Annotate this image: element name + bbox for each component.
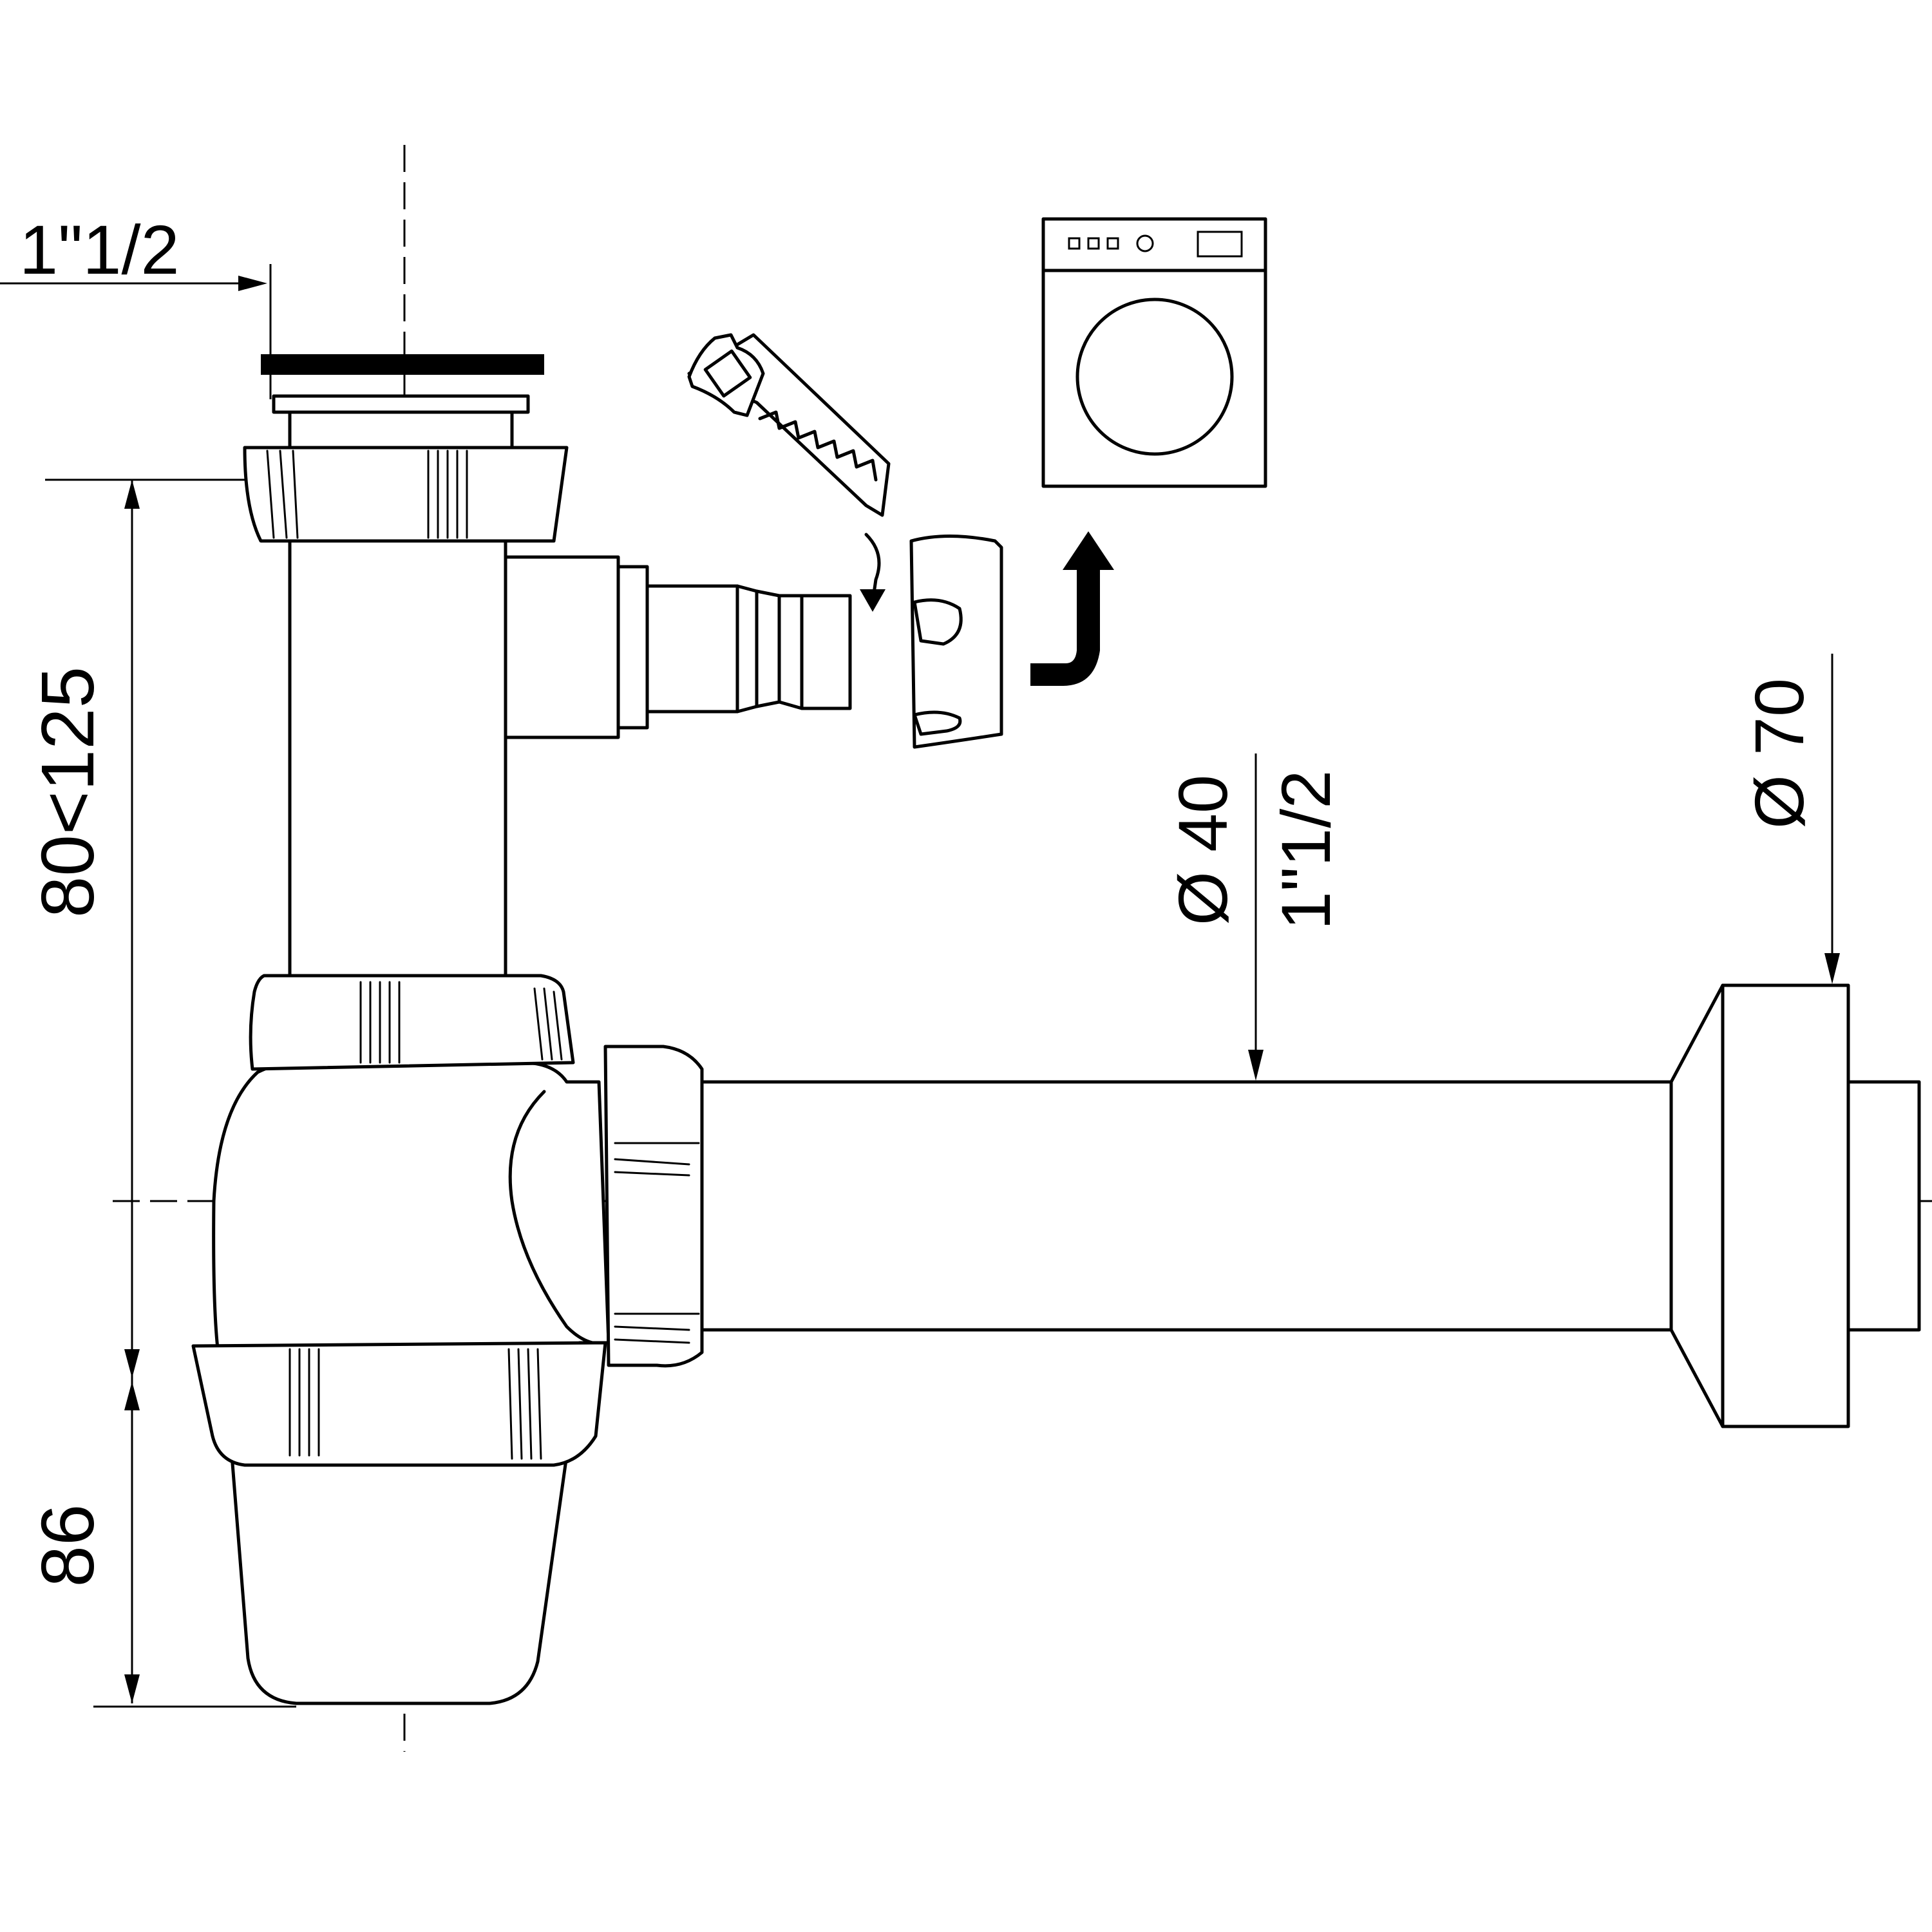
pipe-thread-label: 1"1/2 (1267, 770, 1345, 931)
bottom-height-label: 86 (26, 1504, 109, 1587)
top-flange (243, 354, 569, 543)
dimension-wall-diameter: Ø 70 (1740, 654, 1840, 984)
curved-arrow-icon (860, 533, 886, 612)
dimension-pipe-diameter: Ø 40 1"1/2 (1164, 753, 1345, 1081)
wall-rosette (1669, 983, 1921, 1428)
spigot-cap (909, 535, 1003, 749)
dimension-top-thread: 1"1/2 (0, 211, 272, 399)
dimension-height: 80<125 86 (26, 478, 296, 1708)
turn-arrow-icon (1030, 531, 1114, 686)
hose-spigot (616, 565, 852, 730)
pipe-diameter-label: Ø 40 (1164, 775, 1242, 925)
wall-diameter-label: Ø 70 (1740, 678, 1818, 829)
outlet-pipe (697, 1080, 1673, 1332)
trap-bottle (191, 974, 611, 1705)
top-thread-label: 1"1/2 (19, 211, 180, 289)
washing-machine-icon (1041, 217, 1267, 488)
drain-tube (288, 539, 620, 981)
height-range-label: 80<125 (26, 667, 109, 918)
saw-icon (687, 333, 891, 517)
outlet-union-nut (603, 1045, 704, 1368)
